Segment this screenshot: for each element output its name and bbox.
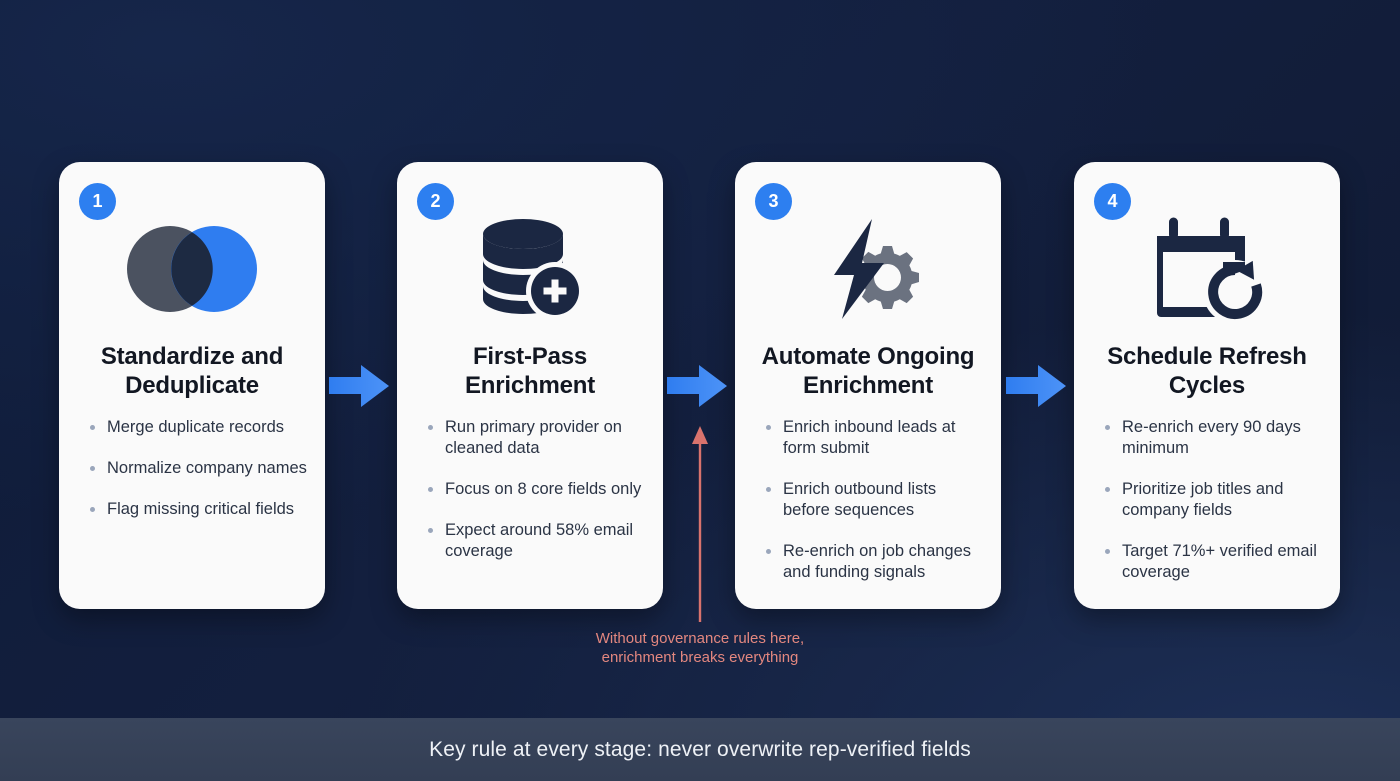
key-rule-banner: Key rule at every stage: never overwrite… [0, 718, 1400, 781]
list-item: Enrich inbound leads at form submit [763, 417, 985, 459]
bullet-text: Normalize company names [107, 459, 307, 477]
bullet-dot-icon [428, 425, 433, 430]
list-item: Target 71%+ verified email coverage [1102, 541, 1324, 583]
step-card-3[interactable]: 3 Automate Ongoing Enrichment Enrich inb… [735, 162, 1001, 609]
bullet-dot-icon [90, 466, 95, 471]
step-number-badge-2: 2 [417, 183, 454, 220]
calendar-refresh-icon [1074, 208, 1340, 330]
step-title-3: Automate Ongoing Enrichment [761, 343, 975, 399]
bullet-text: Enrich outbound lists before sequences [783, 480, 937, 519]
step-title-2: First-Pass Enrichment [464, 343, 596, 399]
annotation-line-1: Without governance rules here, [595, 630, 805, 647]
step-bullets-1: Merge duplicate records Normalize compan… [87, 417, 309, 520]
step-bullets-4: Re-enrich every 90 days minimum Prioriti… [1102, 417, 1324, 583]
bullet-dot-icon [1105, 549, 1110, 554]
bullet-dot-icon [766, 425, 771, 430]
list-item: Expect around 58% email coverage [425, 520, 647, 562]
annotation-line-2: enrichment breaks everything [601, 649, 799, 666]
annotation-up-arrow-icon [692, 426, 708, 622]
list-item: Re-enrich every 90 days minimum [1102, 417, 1324, 459]
database-plus-icon [397, 208, 663, 330]
step-bullets-2: Run primary provider on cleaned data Foc… [425, 417, 647, 562]
step-title-1: Standardize and Deduplicate [100, 343, 284, 399]
bullet-text: Prioritize job titles and company fields [1122, 480, 1284, 519]
bullet-dot-icon [766, 487, 771, 492]
list-item: Enrich outbound lists before sequences [763, 479, 985, 521]
bullet-text: Target 71%+ verified email coverage [1122, 542, 1317, 581]
bullet-dot-icon [90, 507, 95, 512]
process-steps-row: 1 Standardize and Deduplicate Merge dupl… [0, 162, 1400, 609]
bullet-dot-icon [428, 528, 433, 533]
venn-overlap-icon [59, 208, 325, 330]
bullet-dot-icon [766, 549, 771, 554]
bullet-dot-icon [90, 425, 95, 430]
annotation-text: Without governance rules here, enrichmen… [548, 629, 852, 667]
bolt-gear-icon [735, 208, 1001, 330]
bullet-text: Enrich inbound leads at form submit [783, 418, 956, 457]
bullet-dot-icon [1105, 487, 1110, 492]
banner-text: Key rule at every stage: never overwrite… [429, 737, 971, 761]
list-item: Merge duplicate records [87, 417, 309, 438]
flow-arrow-1-to-2 [329, 363, 389, 409]
bullet-text: Re-enrich on job changes and funding sig… [783, 542, 972, 581]
step-number-badge-1: 1 [79, 183, 116, 220]
bullet-text: Run primary provider on cleaned data [445, 418, 622, 457]
bullet-text: Merge duplicate records [107, 418, 285, 436]
bullet-dot-icon [1105, 425, 1110, 430]
governance-annotation: Without governance rules here, enrichmen… [548, 424, 852, 674]
bullet-dot-icon [428, 487, 433, 492]
list-item: Focus on 8 core fields only [425, 479, 647, 500]
step-card-2[interactable]: 2 First-Pass Enrichment Run primary prov [397, 162, 663, 609]
bullet-text: Re-enrich every 90 days minimum [1122, 418, 1301, 457]
step-number-badge-4: 4 [1094, 183, 1131, 220]
flow-arrow-2-to-3 [667, 363, 727, 409]
list-item: Run primary provider on cleaned data [425, 417, 647, 459]
step-title-4: Schedule Refresh Cycles [1107, 343, 1307, 399]
list-item: Prioritize job titles and company fields [1102, 479, 1324, 521]
step-bullets-3: Enrich inbound leads at form submit Enri… [763, 417, 985, 583]
bullet-text: Flag missing critical fields [107, 500, 295, 518]
bullet-text: Expect around 58% email coverage [445, 521, 634, 560]
step-number-badge-3: 3 [755, 183, 792, 220]
bullet-text: Focus on 8 core fields only [445, 480, 642, 498]
step-card-4[interactable]: 4 [1074, 162, 1340, 609]
flow-arrow-3-to-4 [1006, 363, 1066, 409]
step-card-1[interactable]: 1 Standardize and Deduplicate Merge dupl… [59, 162, 325, 609]
list-item: Normalize company names [87, 458, 309, 479]
list-item: Re-enrich on job changes and funding sig… [763, 541, 985, 583]
list-item: Flag missing critical fields [87, 499, 309, 520]
